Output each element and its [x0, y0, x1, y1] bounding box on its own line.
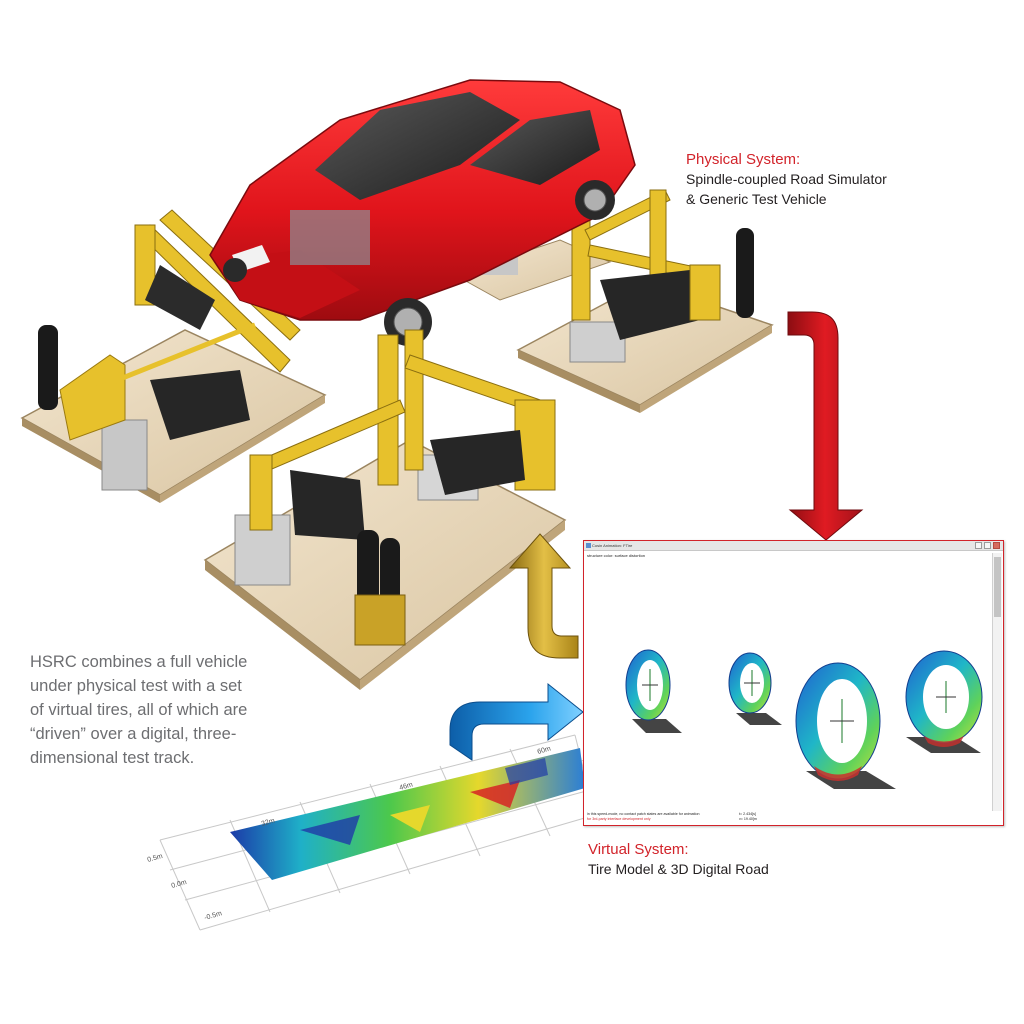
road-axis-label-left: -0.5m — [204, 910, 223, 922]
window-controls — [975, 542, 1000, 549]
app-icon — [586, 543, 591, 548]
minimize-icon[interactable] — [975, 542, 982, 549]
actuator-rig-front-left — [20, 209, 327, 503]
virtual-tire-4 — [905, 650, 983, 753]
arrow-virtual-to-physical — [508, 533, 579, 659]
road-axis-label-top: 60m — [537, 745, 552, 756]
physical-system-label: Physical System: Spindle-coupled Road Si… — [686, 150, 887, 209]
virtual-system-window: Cosin Animation: FTire structure color: … — [583, 540, 1004, 826]
window-titlebar[interactable]: Cosin Animation: FTire — [584, 541, 1003, 551]
virtual-system-line: Tire Model & 3D Digital Road — [588, 861, 769, 877]
road-axis-label-left: 0.5m — [147, 853, 164, 864]
road-axis-label-top: 32m — [261, 817, 276, 828]
virtual-tire-1 — [625, 649, 682, 733]
status-warning: for 3rd-party interface development only — [587, 817, 651, 821]
hsrc-description: HSRC combines a full vehicle under physi… — [30, 650, 280, 770]
actuator-rig-front-right — [203, 329, 567, 690]
actuator-rig-rear-right — [516, 189, 774, 413]
window-subtitle: structure color: surface distortion — [587, 553, 646, 558]
virtual-tire-2 — [728, 652, 782, 725]
scrollbar-thumb[interactable] — [994, 557, 1001, 617]
physical-system-title: Physical System: — [686, 151, 801, 168]
physical-system-line: Spindle-coupled Road Simulator — [686, 171, 887, 187]
description-line: dimensional test track. — [30, 749, 195, 767]
arrow-physical-to-virtual — [787, 311, 864, 541]
vertical-scrollbar[interactable] — [992, 553, 1002, 811]
status-velocity: v= 19.40[m — [739, 817, 757, 821]
description-line: of virtual tires, all of which are — [30, 701, 248, 719]
test-vehicle — [209, 79, 636, 346]
description-line: “driven” over a digital, three- — [30, 725, 237, 743]
window-statusbar: in this speed-mode, no contact patch sta… — [587, 811, 1000, 824]
tire-animation-view — [625, 649, 983, 789]
road-axis-label-top: 46m — [399, 781, 414, 792]
arrow-road-to-virtual — [449, 682, 584, 761]
maximize-icon[interactable] — [984, 542, 991, 549]
virtual-system-label: Virtual System: Tire Model & 3D Digital … — [588, 840, 769, 879]
virtual-system-title: Virtual System: — [588, 841, 689, 858]
description-line: under physical test with a set — [30, 677, 242, 695]
physical-system-line: & Generic Test Vehicle — [686, 191, 827, 207]
status-time: t= 2.434[s] — [739, 812, 756, 816]
close-icon[interactable] — [993, 542, 1000, 549]
road-axis-label-left: 0.0m — [171, 879, 188, 890]
description-line: HSRC combines a full vehicle — [30, 653, 248, 671]
status-message: in this speed-mode, no contact patch sta… — [587, 812, 700, 816]
virtual-tire-3 — [795, 662, 896, 789]
window-title: Cosin Animation: FTire — [592, 543, 633, 548]
